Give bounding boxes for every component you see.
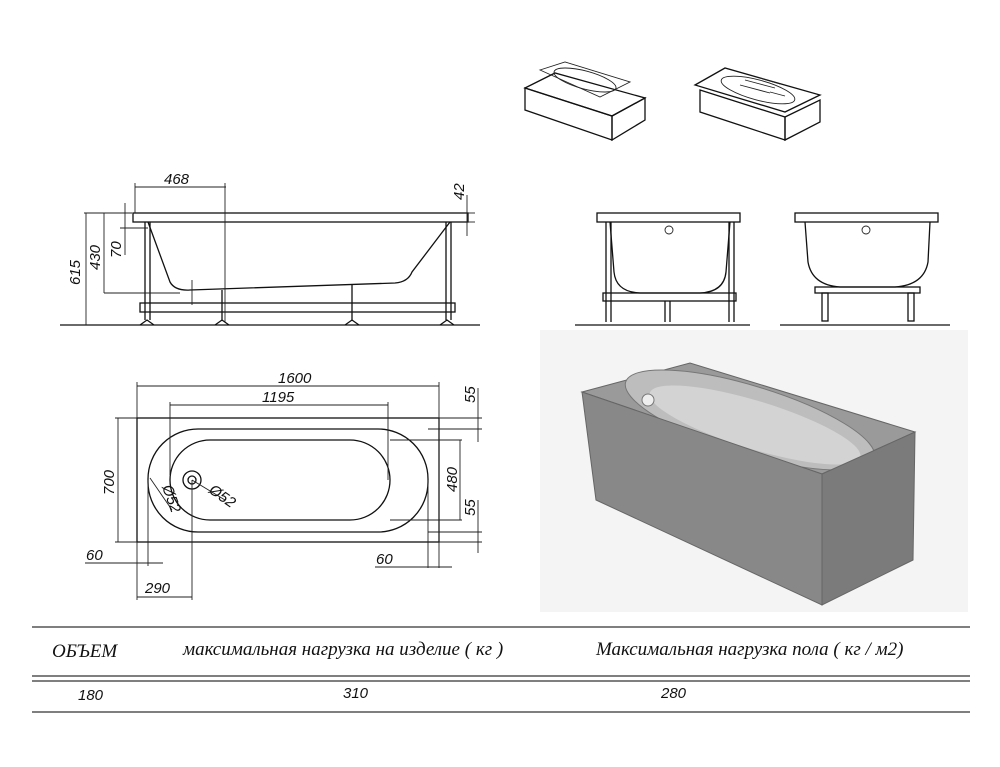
- drain-diameter: Ø52: [205, 481, 239, 512]
- value-volume: 180: [78, 687, 104, 704]
- tub-with-frame-icon: [693, 67, 822, 142]
- dim-55-top: 55: [462, 386, 479, 403]
- header-floor-load: Максимальная нагрузка пола ( кг / м2): [595, 639, 903, 660]
- dim-615: 615: [67, 259, 84, 285]
- tub-on-panel-icon: [523, 61, 647, 142]
- dim-70: 70: [108, 241, 125, 258]
- value-max-load: 310: [343, 685, 369, 702]
- side-view: 468 615 430 70 42: [60, 171, 480, 326]
- header-max-load: максимальная нагрузка на изделие ( кг ): [182, 639, 503, 660]
- front-view-frame: [575, 212, 750, 326]
- dim-468: 468: [164, 171, 190, 188]
- dim-290: 290: [144, 580, 171, 597]
- dim-60-left: 60: [86, 547, 103, 564]
- front-view-legs: [780, 212, 950, 326]
- header-volume: ОБЪЕМ: [52, 641, 118, 662]
- value-floor-load: 280: [660, 685, 687, 702]
- dim-480: 480: [444, 466, 461, 492]
- dim-430: 430: [87, 244, 104, 270]
- dim-42: 42: [451, 183, 468, 200]
- overflow-diameter: Ø52: [158, 482, 184, 516]
- spec-table: ОБЪЕМ максимальная нагрузка на изделие (…: [32, 626, 970, 713]
- dim-1600: 1600: [278, 370, 312, 387]
- dim-60-right: 60: [376, 551, 393, 568]
- dim-700: 700: [101, 469, 118, 495]
- dim-1195: 1195: [262, 389, 295, 406]
- tub-3d-render: [540, 330, 968, 612]
- dim-55-bottom: 55: [462, 499, 479, 516]
- plan-view: Ø52 Ø52 1600 1195 700 55 480 55 60 60 29…: [85, 370, 482, 600]
